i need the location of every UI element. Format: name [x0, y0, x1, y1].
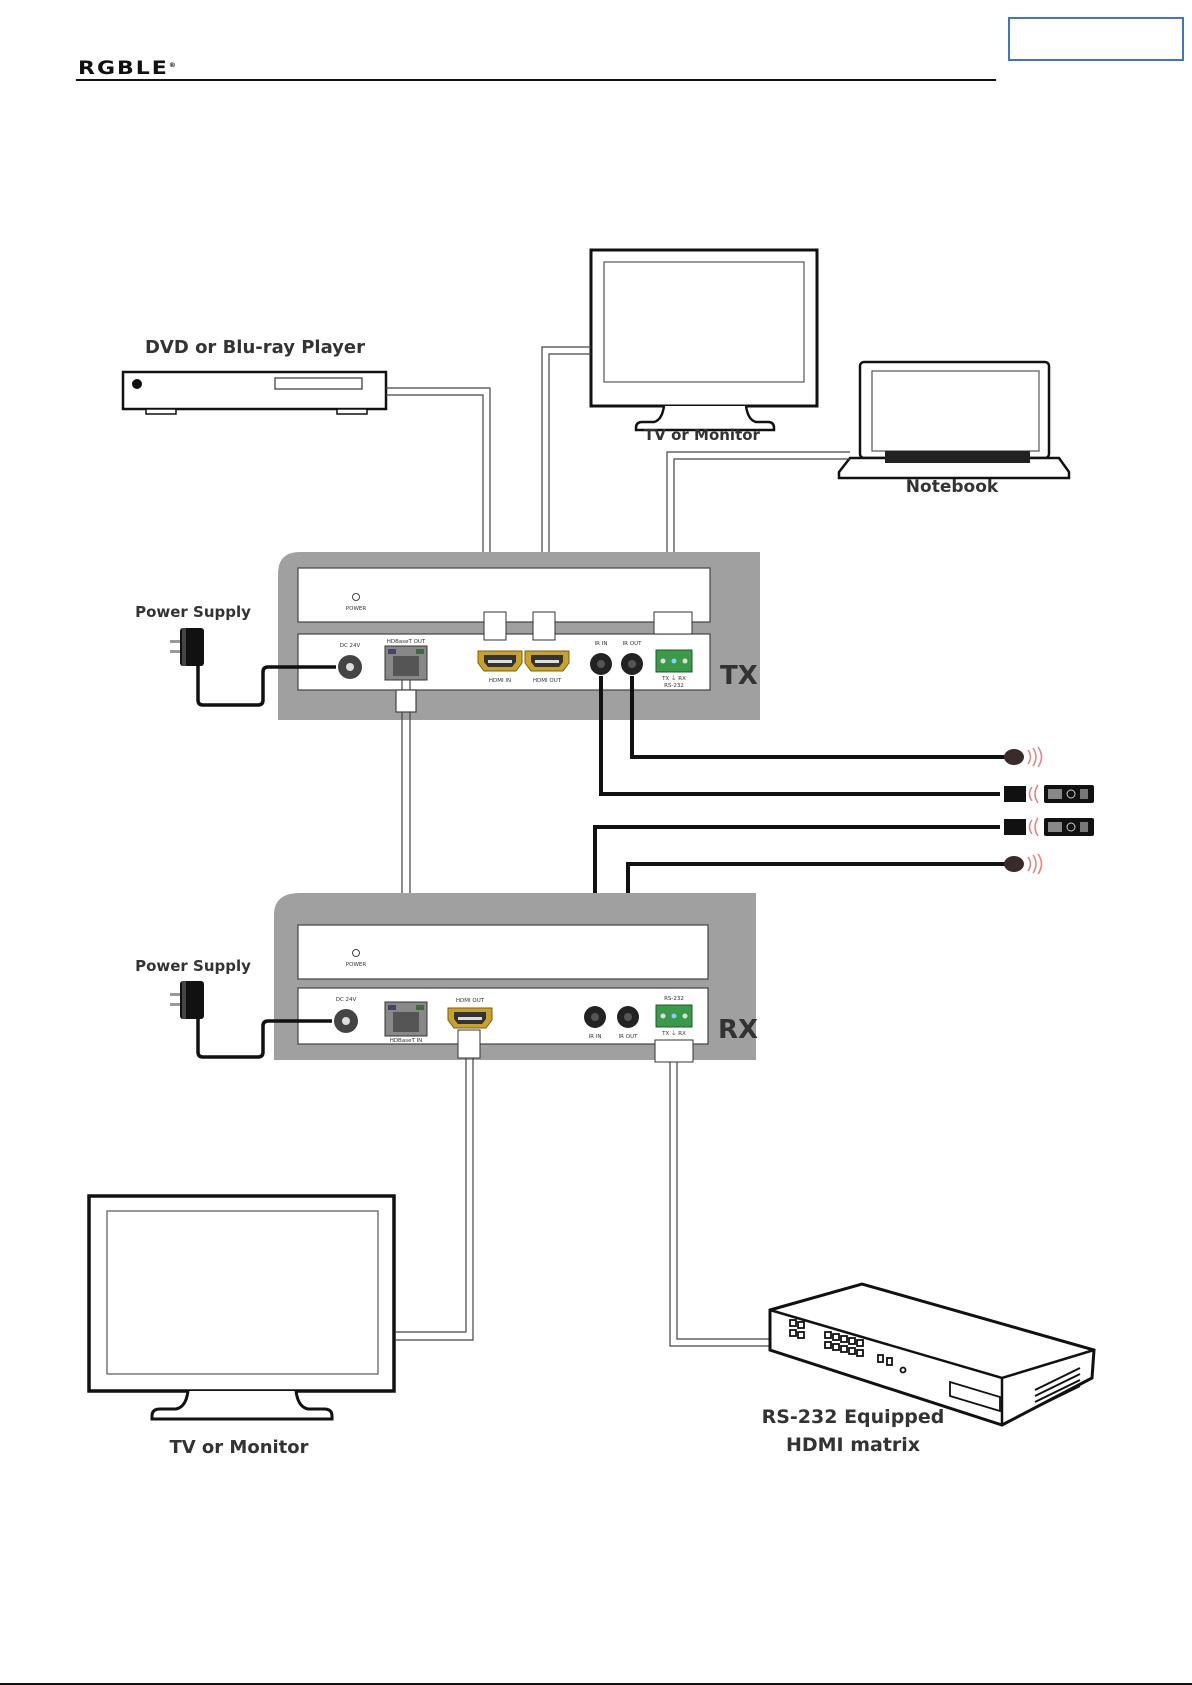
rx-rs232-pins-label: TX ⏚ RX: [661, 1030, 686, 1037]
tx-ir-out-label: IR OUT: [623, 641, 643, 647]
rx-ir-out-label: IR OUT: [619, 1034, 639, 1040]
tv-bottom-label: TV or Monitor: [169, 1437, 308, 1458]
tx-dc-label: DC 24V: [340, 643, 361, 649]
notebook: Notebook: [839, 362, 1069, 497]
rx-rs232-label: RS-232: [664, 996, 684, 1002]
rx-unit: POWER DC 24V HDBaseT IN HDMI OUT IR IN I…: [274, 893, 758, 1062]
matrix-label-line1: RS-232 Equipped: [762, 1406, 945, 1428]
tx-power-label: POWER: [346, 606, 367, 612]
tv-monitor-top: TV or Monitor: [591, 250, 817, 444]
tx-hdmi-out-label: HDMI OUT: [533, 678, 562, 684]
rx-power-label: POWER: [346, 962, 367, 968]
tx-hdmi-in-label: HDMI IN: [489, 678, 511, 684]
tx-label: TX: [720, 661, 758, 691]
dvd-player-label: DVD or Blu-ray Player: [145, 337, 365, 358]
rs232-cable-matrix: [670, 1062, 808, 1346]
ir-receiver-1: [1004, 747, 1042, 767]
tx-ir-in-label: IR IN: [595, 641, 608, 647]
matrix-label-line2: HDMI matrix: [786, 1434, 920, 1456]
rx-hdbaset-label: HDBaseT IN: [390, 1038, 423, 1044]
hdmi-cable-tv-bottom: [396, 1058, 473, 1340]
power-supply-tx-label: Power Supply: [135, 603, 251, 621]
tx-rs232-label: RS-232: [664, 683, 684, 689]
power-supply-rx-label: Power Supply: [135, 957, 251, 975]
tv-monitor-bottom: TV or Monitor: [89, 1196, 394, 1458]
rx-dc-label: DC 24V: [336, 997, 357, 1003]
ir-emitter-remote-2: [1004, 818, 1094, 836]
rx-hdmi-out-label: HDMI OUT: [456, 998, 485, 1004]
dvd-player: DVD or Blu-ray Player: [123, 337, 386, 414]
tx-rs232-pins-label: TX ⏚ RX: [661, 675, 686, 682]
ir-emitter-remote-1: [1004, 785, 1094, 803]
tx-hdbaset-label: HDBaseT OUT: [387, 639, 426, 645]
notebook-label: Notebook: [906, 477, 999, 497]
rx-ir-in-label: IR IN: [589, 1034, 602, 1040]
hdmi-matrix: RS-232 Equipped HDMI matrix: [762, 1284, 1094, 1456]
tx-unit: POWER DC 24V HDBaseT OUT HDMI IN HDMI OU…: [278, 552, 760, 720]
rx-label: RX: [718, 1015, 758, 1045]
ir-receiver-2: [1004, 854, 1042, 874]
tv-top-label: TV or Monitor: [644, 426, 761, 444]
